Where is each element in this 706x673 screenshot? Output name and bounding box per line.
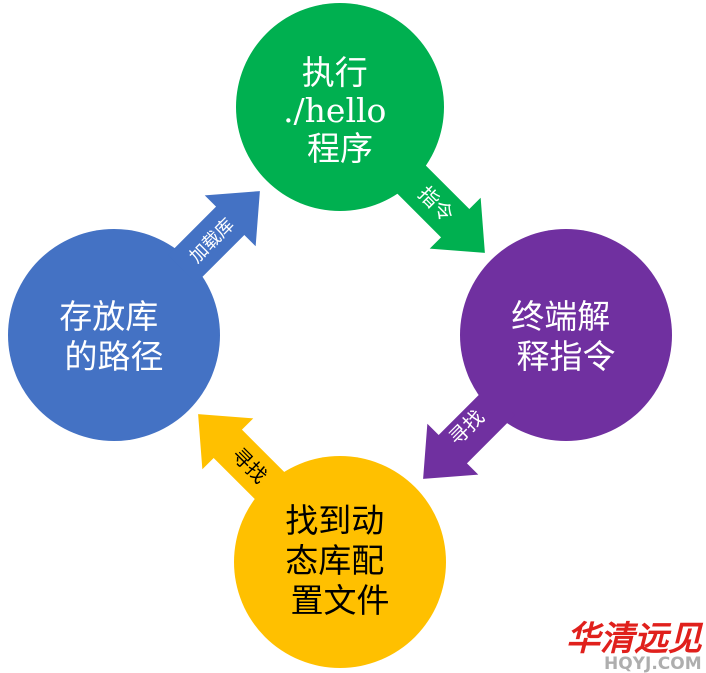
node-lib-path-text: 存放库 的路径	[59, 297, 169, 376]
node-find-config	[234, 456, 446, 668]
arrow-search-2	[198, 414, 291, 507]
arrow-search-1	[423, 386, 516, 479]
watermark-title: 华清远见	[566, 619, 704, 659]
node-find-config-text: 找到动 态库配 置文件	[285, 501, 395, 620]
node-execute	[236, 3, 444, 211]
node-lib-path	[8, 229, 220, 441]
node-execute-text: 执行 ./hello 程序	[283, 53, 397, 168]
watermark-logo: 华清远见 HQYJ.COM	[566, 619, 704, 673]
watermark-subtitle: HQYJ.COM	[604, 654, 702, 673]
node-interpret	[460, 229, 672, 441]
node-interpret-text: 终端解 释指令	[511, 297, 621, 376]
